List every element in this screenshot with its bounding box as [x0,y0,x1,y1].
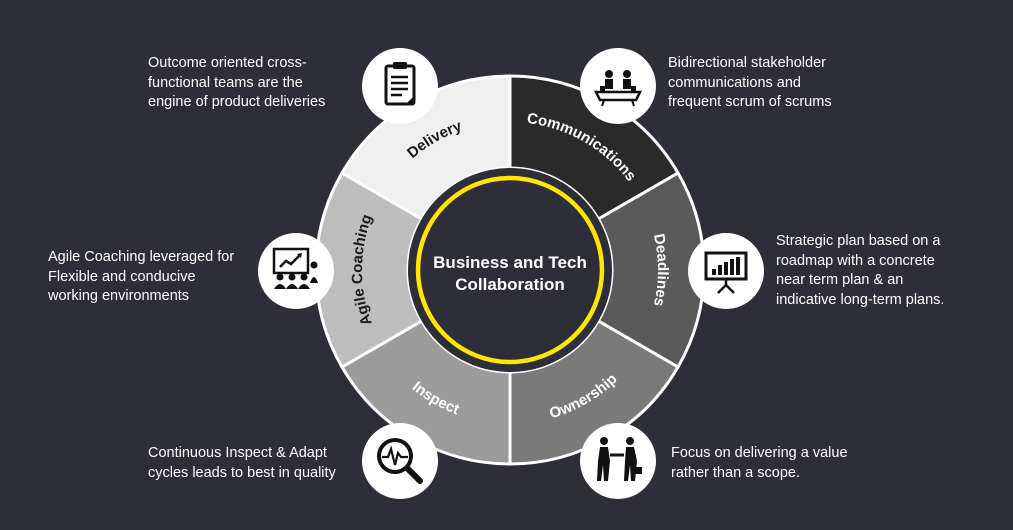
segment-label-deadlines: Deadlines [650,232,671,308]
inspect-icon-badge [362,423,438,499]
inspect-description: Continuous Inspect & Adapt cycles leads … [148,445,336,481]
presentation-chart-icon [704,251,748,294]
communications-description: Bidirectional stakeholder communications… [668,55,832,110]
center-title-line2: Collaboration [455,275,565,294]
center-title-line1: Business and Tech [433,253,587,272]
deadlines-icon-badge [688,233,764,309]
accent-ring [415,175,605,365]
deadlines-description: Strategic plan based on a roadmap with a… [776,233,945,308]
delivery-icon-badge [362,48,438,124]
coaching-board-icon [272,247,318,289]
handshake-icon [597,437,642,481]
wheel-segments [314,74,706,466]
delivery-description: Outcome oriented cross- functional teams… [148,55,326,110]
ownership-icon-badge [580,423,656,499]
magnifier-heartbeat-icon [377,438,423,484]
meeting-table-icon [593,70,643,107]
agile-coaching-icon-badge [258,233,334,309]
agile-coaching-description: Agile Coaching leveraged for Flexible an… [48,249,235,304]
center-circle [408,168,612,372]
clipboard-icon [384,62,416,106]
communications-icon-badge [580,48,656,124]
ownership-description: Focus on delivering a value rather than … [671,445,848,481]
